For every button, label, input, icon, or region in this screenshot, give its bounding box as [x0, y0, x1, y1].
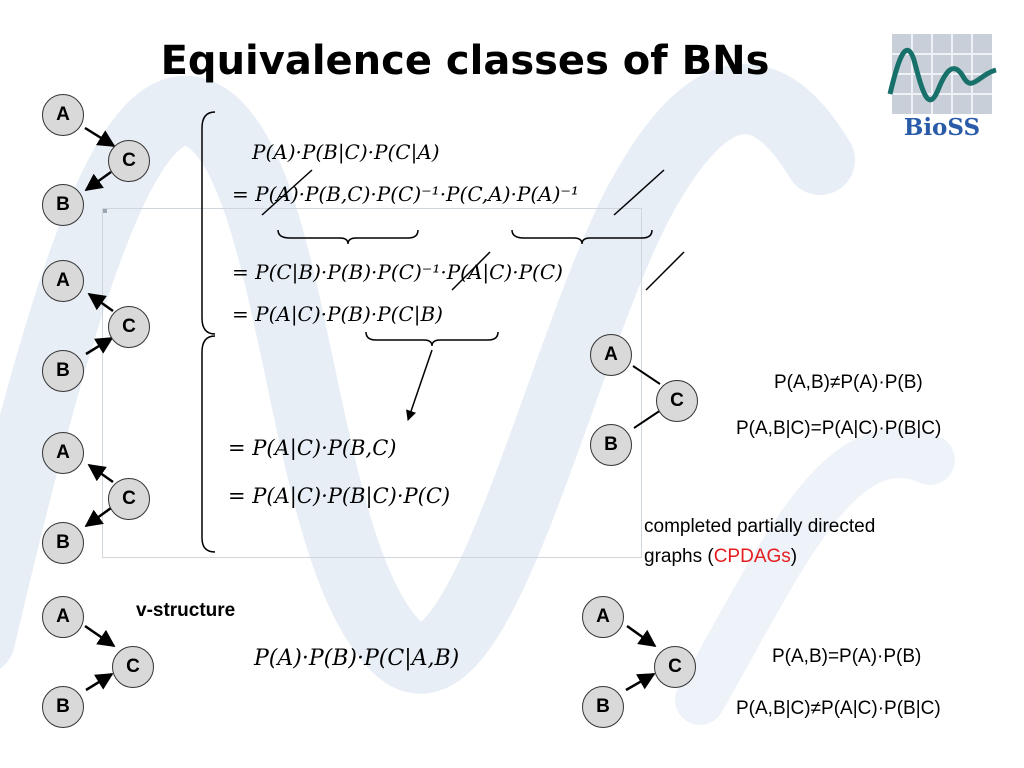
- edge-g3-c-a: [87, 463, 114, 484]
- cpdag-caption-prefix: graphs (: [644, 546, 714, 567]
- edge-g2-b-c: [85, 336, 114, 356]
- cpdag-caption-suffix: ): [790, 546, 798, 567]
- edge-v-a-c: [626, 624, 657, 648]
- equation-4: = P(A|C)·P(B)·P(C|B): [232, 302, 443, 326]
- vstructure-independence-conditional: P(A,B|C)≠P(A|C)·P(B|C): [736, 698, 941, 719]
- node-g3-a: A: [42, 432, 84, 474]
- edge-g4-a-c: [84, 624, 116, 648]
- node-g4-b: B: [42, 686, 84, 728]
- node-v-a: A: [582, 596, 624, 638]
- node-v-b: B: [582, 686, 624, 728]
- node-g2-c: C: [108, 306, 150, 348]
- bioss-logo: [887, 34, 997, 114]
- node-g1-c: C: [108, 140, 150, 182]
- cancel-slash-1: [261, 169, 313, 216]
- edge-v-b-c: [625, 672, 656, 692]
- node-g2-b: B: [42, 350, 84, 392]
- node-cpdag-c: C: [656, 380, 698, 422]
- underbrace-eq4: [365, 331, 499, 347]
- brace-upper: [201, 111, 216, 335]
- cpdag-acronym: CPDAGs: [713, 546, 791, 567]
- derivation-arrow: [406, 349, 433, 421]
- node-g4-a: A: [42, 596, 84, 638]
- equation-1: P(A)·P(B|C)·P(C|A): [252, 140, 440, 164]
- edge-g2-c-a: [87, 292, 114, 313]
- cancel-slash-3: [451, 251, 491, 291]
- cancel-slash-4: [645, 251, 685, 291]
- underbrace-eq2-left: [277, 229, 419, 245]
- node-g2-a: A: [42, 260, 84, 302]
- node-g1-b: B: [42, 184, 84, 226]
- underbrace-eq2-right: [511, 229, 653, 245]
- node-g4-c: C: [112, 646, 154, 688]
- node-v-c: C: [654, 646, 696, 688]
- chain-independence-conditional: P(A,B|C)=P(A|C)·P(B|C): [736, 418, 942, 439]
- bioss-logo-text: BioSS: [903, 114, 981, 141]
- chain-independence-marginal: P(A,B)≠P(A)·P(B): [774, 372, 923, 393]
- node-g1-a: A: [42, 94, 84, 136]
- node-cpdag-b: B: [590, 424, 632, 466]
- frame-corner-mark: [103, 209, 107, 213]
- edge-g4-b-c: [85, 672, 114, 692]
- cpdag-caption-line2: graphs (CPDAGs): [644, 546, 797, 568]
- equation-2: = P(A)·P(B,C)·P(C)⁻¹·P(C,A)·P(A)⁻¹: [232, 182, 579, 206]
- edge-cpdag-a-c: [632, 365, 661, 385]
- cancel-slash-2: [613, 169, 665, 216]
- content-frame: [102, 208, 642, 558]
- edge-cpdag-c-b: [633, 409, 662, 429]
- edge-g1-c-b: [84, 170, 112, 192]
- node-cpdag-a: A: [590, 334, 632, 376]
- node-g3-c: C: [108, 478, 150, 520]
- equation-6: = P(A|C)·P(B|C)·P(C): [228, 484, 451, 508]
- equation-vstructure: P(A)·P(B)·P(C|A,B): [254, 646, 460, 671]
- brace-lower: [201, 335, 216, 553]
- slide-title: Equivalence classes of BNs: [160, 38, 770, 84]
- node-g3-b: B: [42, 522, 84, 564]
- equation-5: = P(A|C)·P(B,C): [228, 436, 397, 460]
- cpdag-caption-line1: completed partially directed: [644, 516, 876, 537]
- edge-g3-c-b: [84, 506, 112, 528]
- edge-g1-a-c: [84, 126, 116, 148]
- vstructure-independence-marginal: P(A,B)=P(A)·P(B): [772, 646, 922, 667]
- equation-3: = P(C|B)·P(B)·P(C)⁻¹·P(A|C)·P(C): [232, 260, 563, 284]
- vstructure-label: v-structure: [136, 600, 236, 621]
